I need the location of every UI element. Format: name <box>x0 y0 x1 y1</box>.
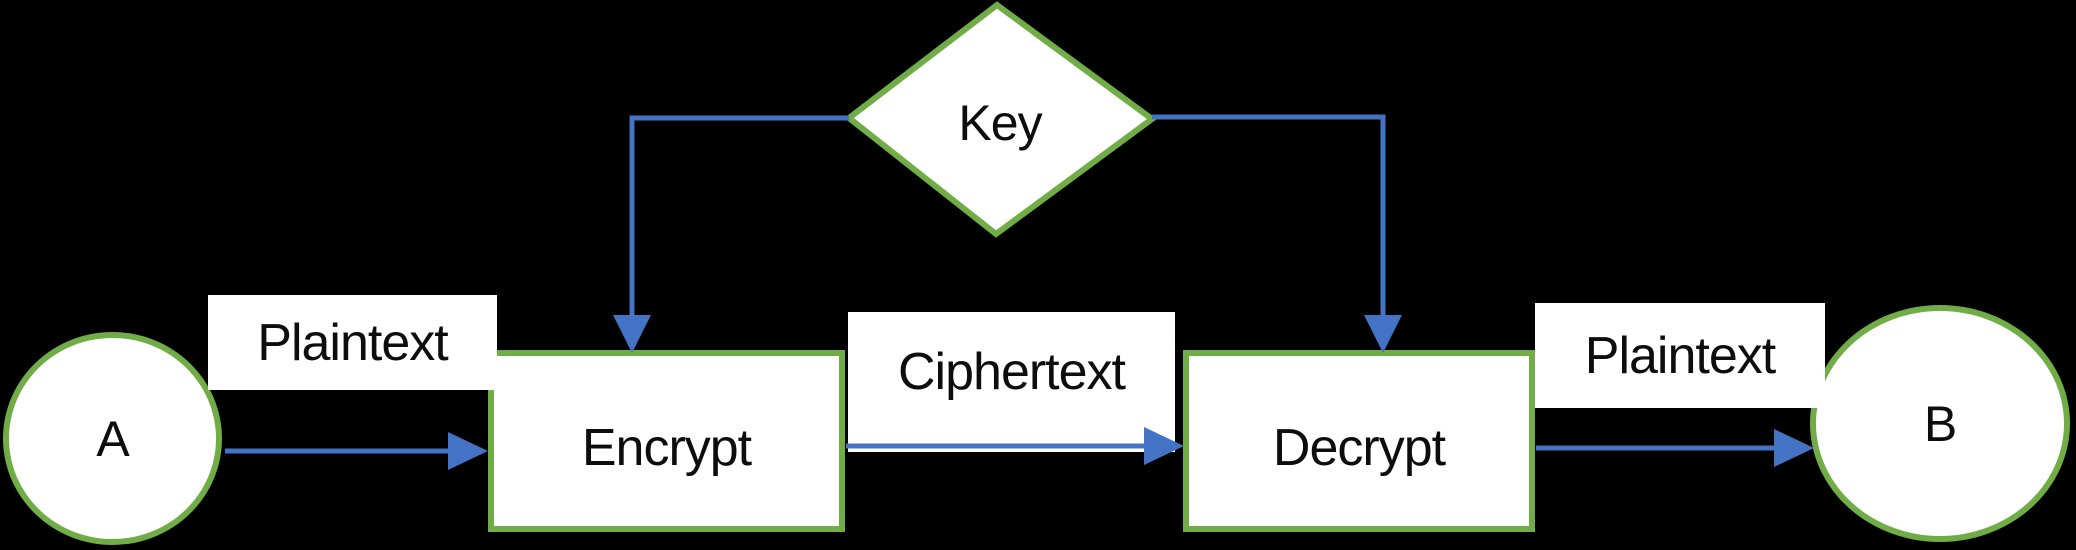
node-encrypt-box: Encrypt <box>488 350 845 532</box>
edge-label-plaintext-left: Plaintext <box>208 295 497 390</box>
edge-label-plaintext-right: Plaintext <box>1535 303 1825 408</box>
node-a-circle: A <box>3 332 222 545</box>
edge-label-ciphertext: Ciphertext <box>848 312 1175 452</box>
arrow-a-to-encrypt <box>225 432 488 470</box>
node-encrypt-label: Encrypt <box>581 419 752 477</box>
node-key-label-text: Key <box>958 95 1042 151</box>
node-b-circle: B <box>1810 305 2070 542</box>
arrow-key-to-encrypt <box>613 115 849 353</box>
edge-label-ciphertext-text: Ciphertext <box>898 343 1126 401</box>
edge-label-plaintext-right-text: Plaintext <box>1584 326 1776 385</box>
node-decrypt-label: Decrypt <box>1272 419 1446 477</box>
node-b-label: B <box>1923 395 1957 452</box>
arrow-decrypt-to-b <box>1536 429 1814 467</box>
edge-label-plaintext-left-text: Plaintext <box>257 313 448 372</box>
node-a-label: A <box>96 410 129 467</box>
node-key-label: Key <box>900 91 1100 155</box>
node-decrypt-box: Decrypt <box>1183 350 1535 532</box>
arrow-key-to-decrypt <box>1152 114 1402 353</box>
